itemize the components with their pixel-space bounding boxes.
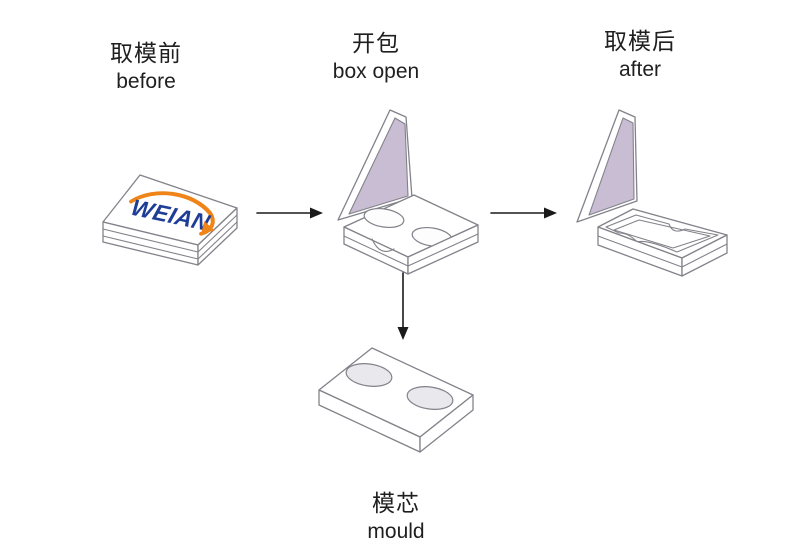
closed-box-seam [197, 214, 238, 253]
label-after-zh: 取模后 [604, 28, 676, 54]
box-front-notch [371, 238, 395, 252]
arrow-tip [397, 327, 409, 340]
label-before-zh: 取模前 [110, 40, 182, 66]
label-after-en: after [618, 58, 662, 82]
label-box-open: 开包 box open [266, 30, 486, 85]
mould-cavity-left [345, 363, 393, 387]
label-box-open-en: box open [332, 60, 420, 84]
label-box-open-zh: 开包 [352, 30, 400, 56]
closed-box-seam [102, 228, 199, 253]
box-lid-inner-panel [588, 117, 635, 216]
mould-side-face [419, 394, 474, 453]
open-box-with-mould-illustration [337, 109, 479, 275]
closed-box-illustration: WEIAN [102, 174, 238, 266]
label-before: 取模前 before [36, 40, 256, 95]
arrow-tip [544, 207, 557, 219]
tray-floor [613, 219, 711, 249]
label-mould-zh: 模芯 [372, 490, 420, 516]
closed-box-seam [102, 235, 199, 260]
box-base-seam [343, 235, 409, 267]
label-mould-en: mould [367, 520, 425, 544]
mould-core-illustration [318, 347, 474, 453]
arrow-right-icon [490, 207, 557, 219]
mould-hole-left [363, 207, 405, 229]
box-lid-inner-panel [348, 117, 409, 215]
box-base-seam [407, 233, 479, 267]
arrow-right-icon [256, 207, 323, 219]
label-mould: 模芯 mould [286, 490, 506, 545]
label-before-en: before [116, 70, 176, 94]
arrow-tip [310, 207, 323, 219]
weian-logo-triangle-icon [201, 221, 215, 234]
closed-box-seam [197, 221, 238, 260]
tray-seam [597, 235, 683, 268]
mould-cavity-right [406, 386, 454, 410]
open-empty-box-illustration [576, 109, 728, 277]
arrow-down-icon [397, 272, 409, 340]
label-after: 取模后 after [530, 28, 750, 83]
tray-seam [681, 243, 728, 268]
